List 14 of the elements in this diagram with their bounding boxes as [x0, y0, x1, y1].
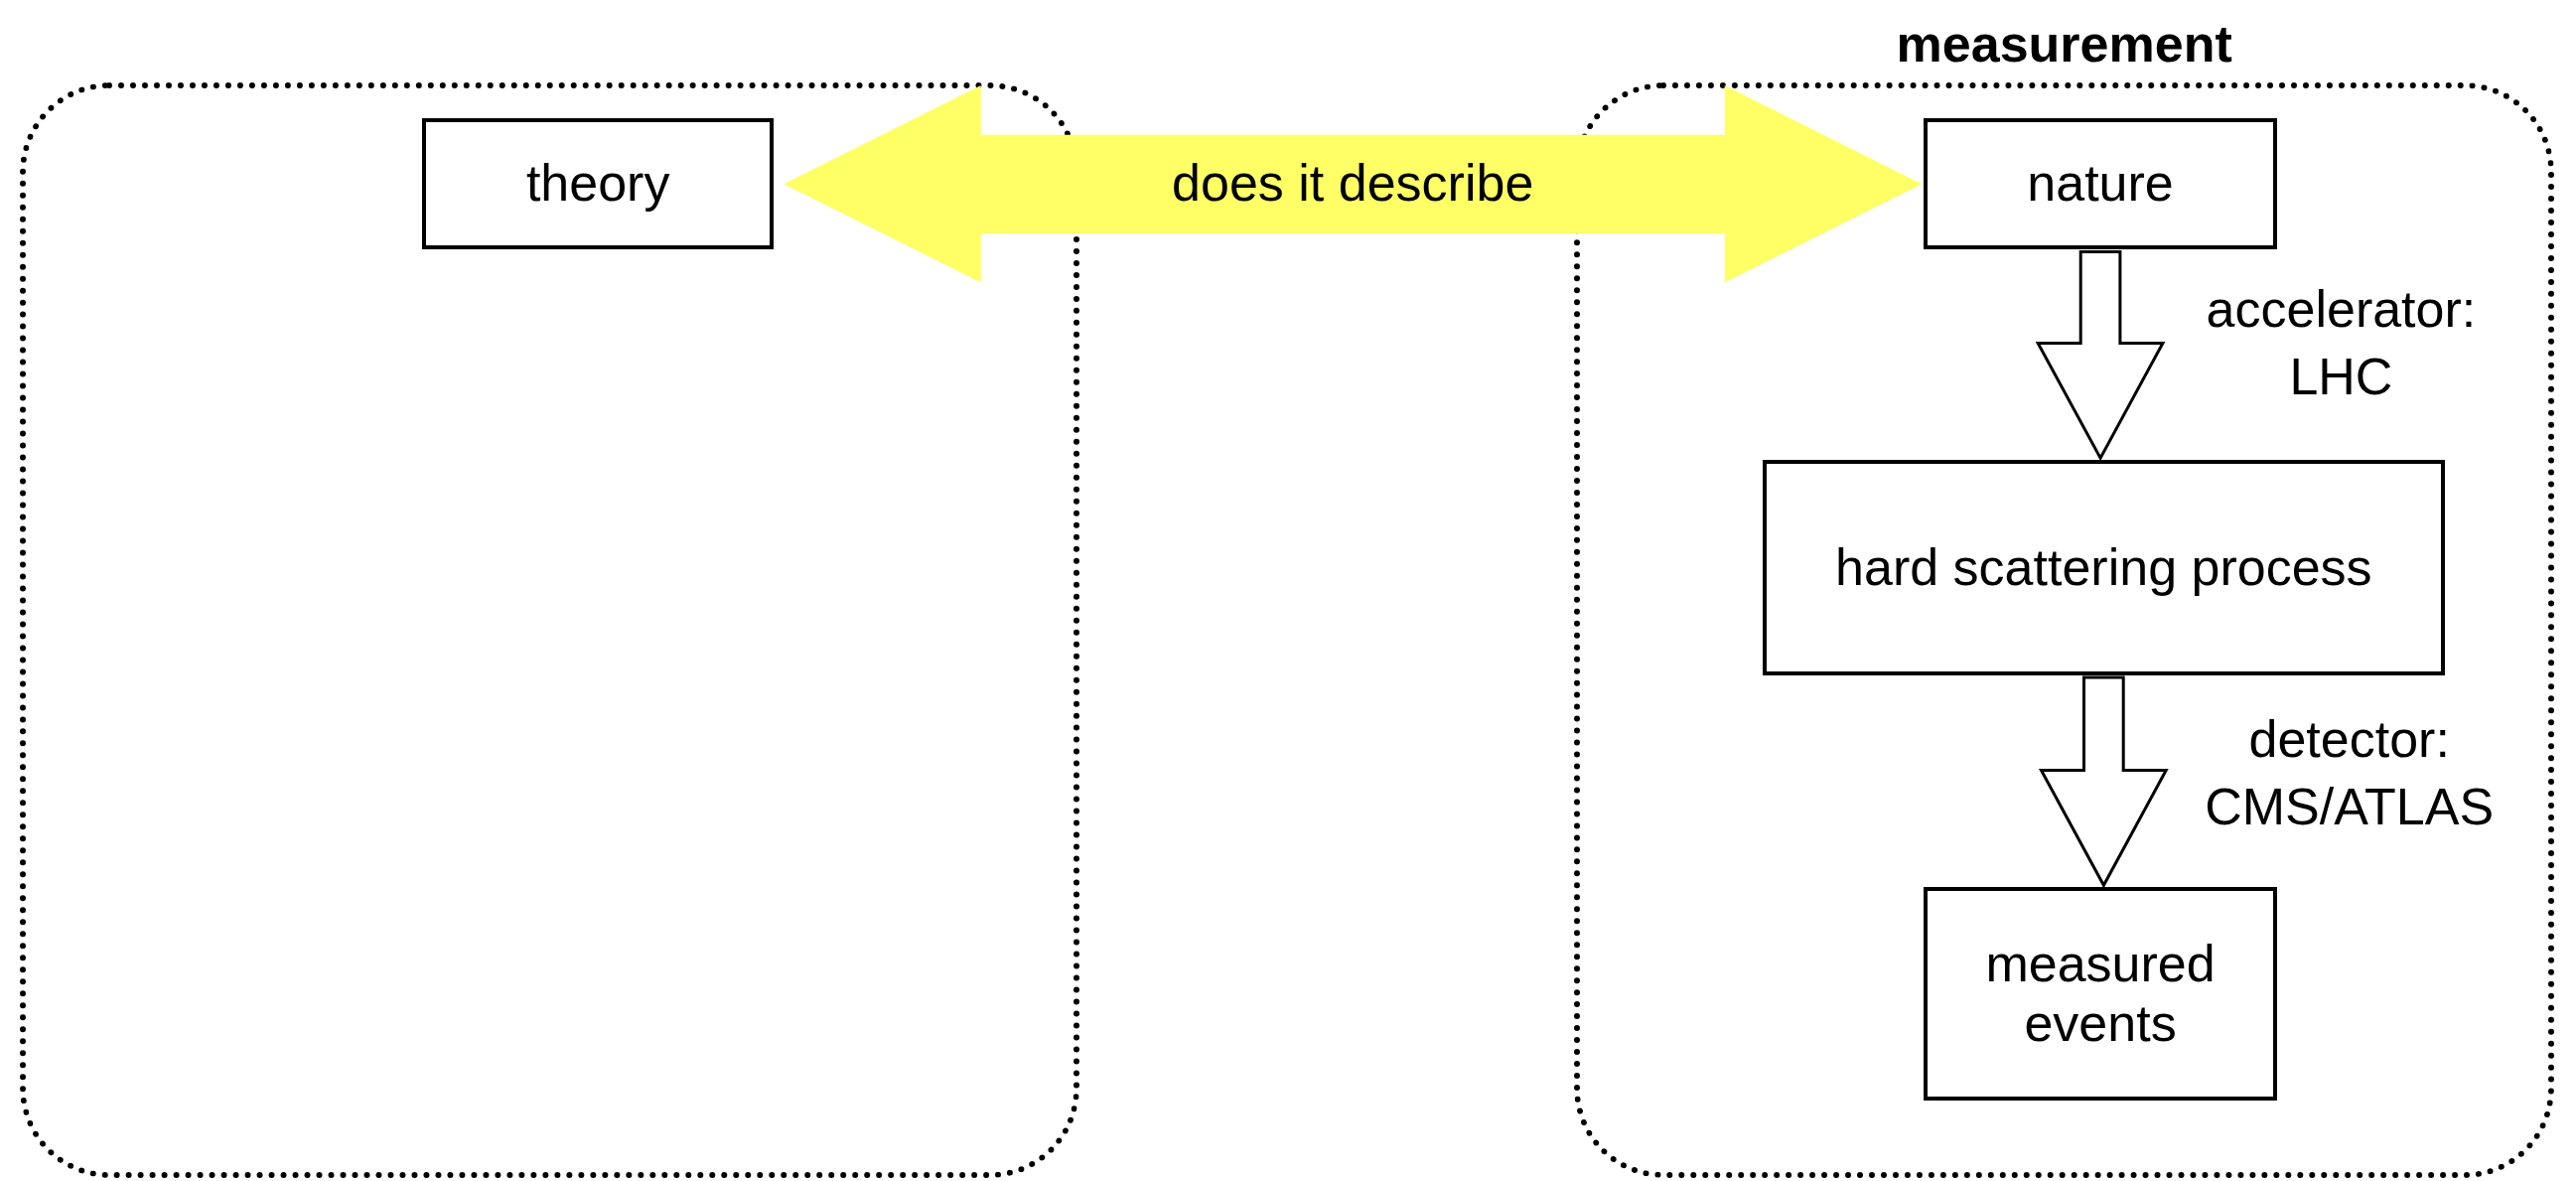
block-arrow: [2035, 250, 2166, 462]
process-box: [1924, 118, 2277, 250]
edge-label: detector: CMS/ATLAS: [2204, 709, 2496, 837]
process-box: [1763, 460, 2445, 675]
process-box: [1924, 887, 2277, 1102]
dotted-group-frame: [19, 81, 1079, 1179]
box-label: nature: [2027, 154, 2174, 215]
process-box: [422, 118, 775, 250]
box-label: measured events: [1984, 935, 2217, 1054]
box-label: hard scattering process: [1835, 537, 2372, 598]
edge-label: accelerator: LHC: [2205, 278, 2478, 407]
group-heading: measurement: [1895, 13, 2233, 74]
block-arrow: [2038, 675, 2169, 889]
box-label: theory: [525, 154, 670, 215]
